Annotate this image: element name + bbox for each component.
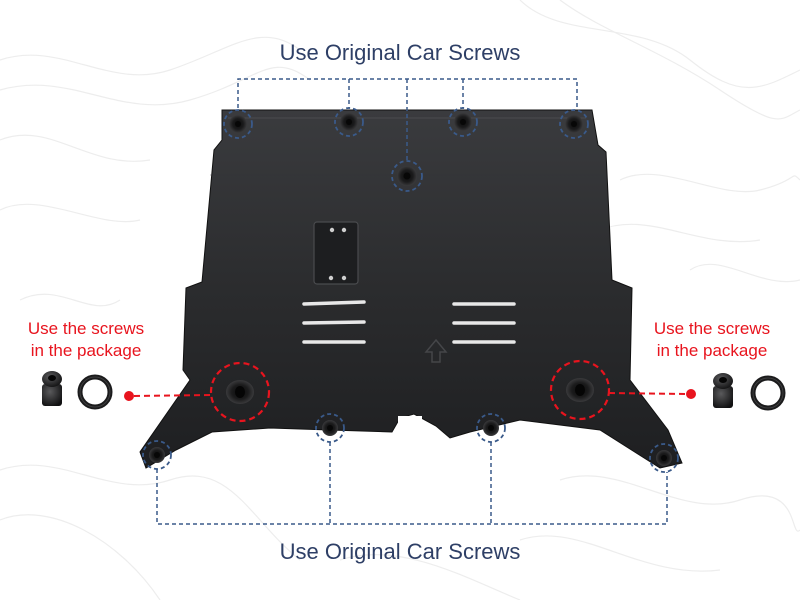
vent-slots-right [452, 302, 516, 344]
original-screw-holes [142, 107, 679, 473]
skid-plate [139, 109, 683, 469]
arrow-icon [424, 338, 448, 363]
bottom-label: Use Original Car Screws [279, 539, 521, 564]
right-callout-label: Use the screws in the package [632, 318, 792, 362]
left-callout-line1: Use the screws [27, 319, 145, 338]
top-bracket-lines [237, 78, 578, 161]
mounting-hole-icon [476, 413, 506, 443]
access-panel [313, 221, 359, 285]
screw-icon [42, 371, 62, 406]
left-callout-label: Use the screws in the package [6, 318, 166, 362]
package-screw-hole-left [209, 361, 271, 423]
package-screw-hole-right [549, 359, 611, 421]
top-label: Use Original Car Screws [279, 40, 521, 65]
plate-body [139, 109, 683, 469]
mounting-hole-icon [448, 107, 478, 137]
right-callout-line1: Use the screws [653, 319, 771, 338]
right-leader-line [608, 389, 696, 399]
left-callout-line2: in the package [30, 341, 142, 360]
bottom-bracket-lines [156, 442, 668, 525]
vent-slots-left [302, 300, 366, 344]
mounting-hole-icon [649, 443, 679, 473]
washer-ring-icon [77, 374, 113, 410]
mounting-hole-icon [223, 109, 253, 139]
right-callout-line2: in the package [656, 341, 768, 360]
screw-icon [713, 373, 733, 408]
mounting-hole-icon [559, 109, 589, 139]
washer-ring-icon [750, 375, 786, 411]
left-leader-line [124, 391, 212, 401]
mounting-hole-icon [391, 160, 423, 192]
